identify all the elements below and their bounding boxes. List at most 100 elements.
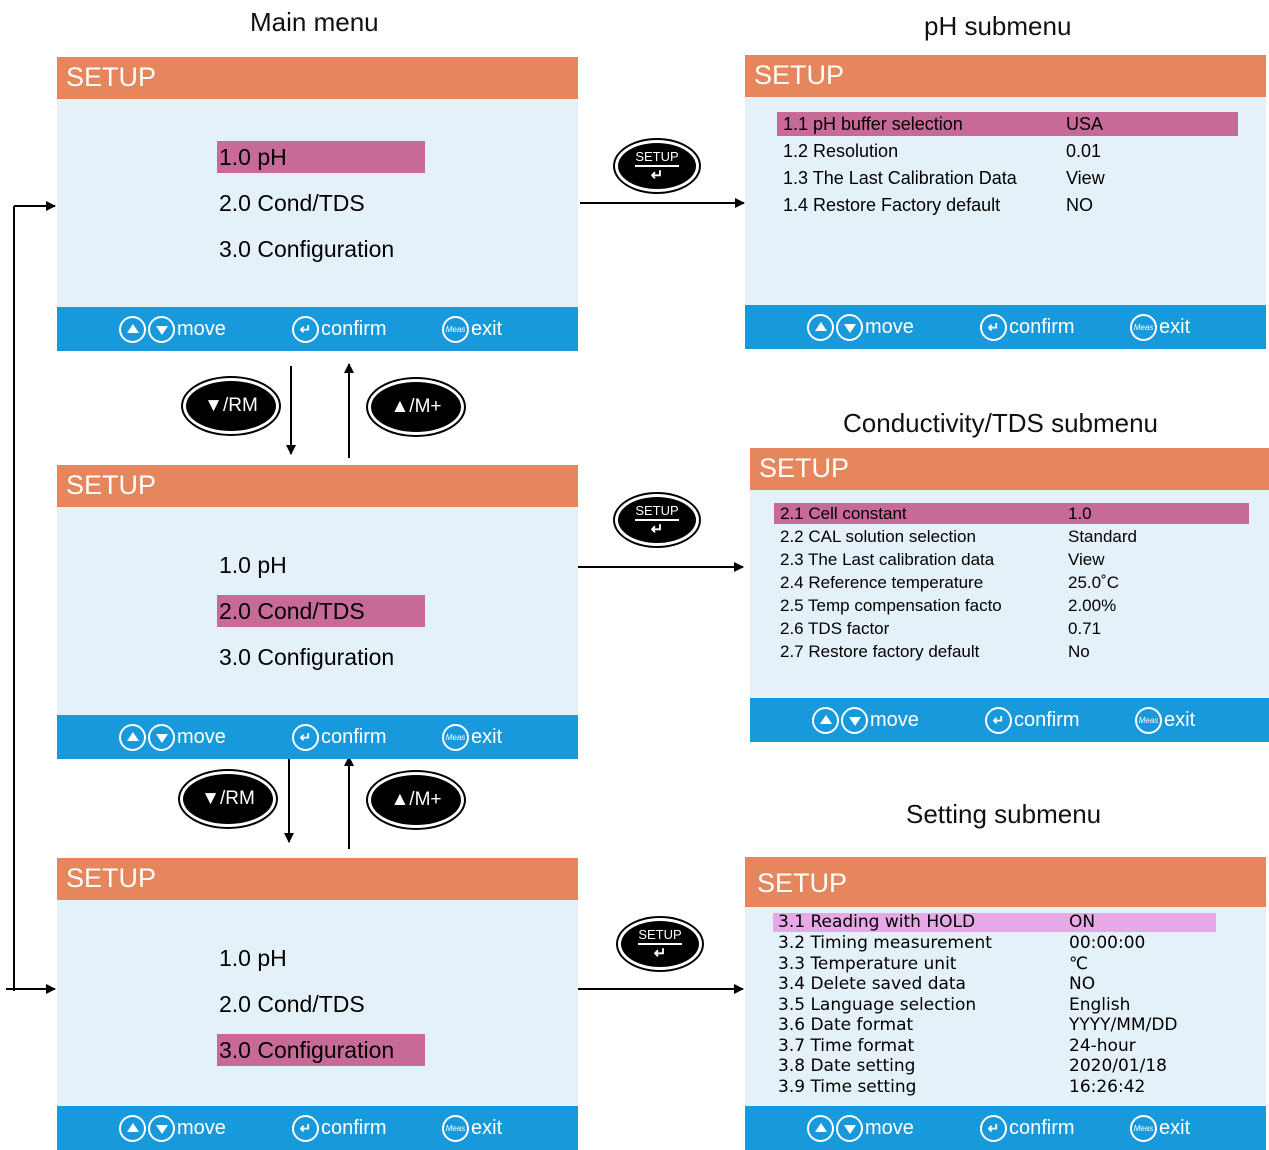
menu-item-configuration[interactable]: 3.0 Configuration [217, 1034, 425, 1066]
footer-exit-label: exit [471, 1116, 503, 1139]
cond-setting-row[interactable]: 2.5 Temp compensation facto 2.00% [774, 595, 1249, 616]
main-menu-screen-configuration: SETUP 1.0 pH 2.0 Cond/TDS 3.0 Configurat… [57, 858, 578, 1150]
down-arrow-icon [836, 313, 863, 341]
row-value: NO [1069, 974, 1096, 994]
row-value: 25.0˚C [1068, 573, 1120, 592]
row-value: 00:00:00 [1069, 933, 1146, 953]
footer-exit-label: exit [1159, 1116, 1191, 1139]
footer-exit-label: exit [471, 725, 503, 748]
menu-item-ph[interactable]: 1.0 pH [219, 552, 287, 578]
setup-enter-key[interactable]: SETUP↵ [618, 918, 702, 970]
screen-title: SETUP [66, 863, 157, 893]
row-value: ℃ [1069, 954, 1089, 974]
row-value: View [1068, 550, 1105, 569]
setting-row[interactable]: 3.9 Time setting 16:26:42 [773, 1077, 1216, 1097]
down-arrow-icon [841, 706, 868, 734]
footer-confirm-label: confirm [1009, 1116, 1075, 1139]
screen-header: SETUP [57, 858, 578, 900]
row-value: Standard [1068, 527, 1137, 546]
up-arrow-icon [119, 723, 146, 751]
footer-confirm-label: confirm [321, 1116, 387, 1139]
enter-icon: ↵ [653, 944, 667, 962]
footer-confirm-label: confirm [321, 317, 387, 340]
row-label: 1.1 pH buffer selection [783, 114, 963, 134]
row-value: USA [1066, 114, 1104, 134]
setup-key-label: SETUP [635, 502, 679, 518]
cond-setting-row[interactable]: 2.2 CAL solution selection Standard [774, 526, 1249, 547]
setup-key-label: SETUP [635, 148, 679, 164]
row-value: 16:26:42 [1069, 1077, 1146, 1097]
row-label: 3.5 Language selection [778, 995, 977, 1015]
row-value: 0.01 [1066, 141, 1102, 161]
down-arrow-icon [836, 1114, 863, 1142]
footer-exit-label: exit [471, 317, 503, 340]
setting-row[interactable]: 3.5 Language selection English [773, 995, 1216, 1015]
meas-icon: Meas [1130, 313, 1157, 341]
ph-setting-row[interactable]: 1.4 Restore Factory default NO [777, 193, 1238, 217]
footer-confirm-label: confirm [321, 725, 387, 748]
enter-icon: ↵ [292, 315, 319, 343]
footer-confirm-label: confirm [1014, 708, 1080, 731]
down-arrow-icon [148, 723, 175, 751]
enter-icon: ↵ [980, 313, 1007, 341]
row-label: 1.4 Restore Factory default [783, 195, 1001, 215]
menu-item-cond-tds[interactable]: 2.0 Cond/TDS [219, 991, 365, 1017]
menu-item-configuration[interactable]: 3.0 Configuration [219, 236, 395, 262]
setup-enter-key[interactable]: SETUP ↵ [615, 494, 699, 546]
row-label: 1.3 The Last Calibration Data [783, 168, 1017, 188]
row-value: 2.00% [1068, 596, 1117, 615]
cond-setting-row[interactable]: 2.4 Reference temperature 25.0˚C [774, 572, 1249, 593]
menu-item-ph[interactable]: 1.0 pH [219, 945, 287, 971]
main-menu-screen-ph: SETUP 1.0 pH 2.0 Cond/TDS 3.0 Configurat… [57, 57, 578, 351]
up-arrow-icon [119, 1114, 146, 1142]
menu-item-configuration[interactable]: 3.0 Configuration [219, 644, 395, 670]
screen-header: SETUP [57, 57, 578, 99]
menu-item-cond-tds[interactable]: 2.0 Cond/TDS [219, 190, 365, 216]
setup-enter-key[interactable]: SETUP↵ [615, 140, 699, 192]
row-value: NO [1066, 195, 1093, 215]
down-arrow-icon [148, 315, 175, 343]
screen-header: SETUP [745, 857, 1266, 907]
row-label: 2.5 Temp compensation facto [780, 596, 1002, 615]
down-rm-key[interactable]: ▼/RM [180, 771, 276, 827]
row-value: 0.71 [1068, 619, 1102, 638]
row-value: English [1069, 995, 1131, 1015]
ph-setting-row[interactable]: 1.1 pH buffer selection USA [777, 112, 1238, 136]
footer-move-label: move [865, 1116, 914, 1139]
row-label: 2.2 CAL solution selection [780, 527, 976, 546]
meas-icon: Meas [1135, 706, 1162, 734]
up-arrow-icon [807, 1114, 834, 1142]
up-mplus-key[interactable]: ▲/M+ [368, 379, 464, 435]
row-value: 2020/01/18 [1069, 1056, 1167, 1076]
footer-move-label: move [865, 315, 914, 338]
row-label: 3.9 Time setting [778, 1077, 917, 1097]
menu-item-ph[interactable]: 1.0 pH [217, 141, 425, 173]
row-label: 3.6 Date format [778, 1015, 914, 1035]
enter-icon: ↵ [292, 723, 319, 751]
row-label: 2.4 Reference temperature [780, 573, 984, 592]
up-mplus-key[interactable]: ▲/M+ [368, 772, 464, 828]
down-rm-key[interactable]: ▼/RM [183, 378, 279, 434]
menu-item-cond-tds[interactable]: 2.0 Cond/TDS [217, 595, 425, 627]
meas-icon: Meas [1130, 1114, 1157, 1142]
setting-row[interactable]: 3.3 Temperature unit℃ [773, 954, 1216, 974]
enter-icon: ↵ [650, 520, 664, 538]
